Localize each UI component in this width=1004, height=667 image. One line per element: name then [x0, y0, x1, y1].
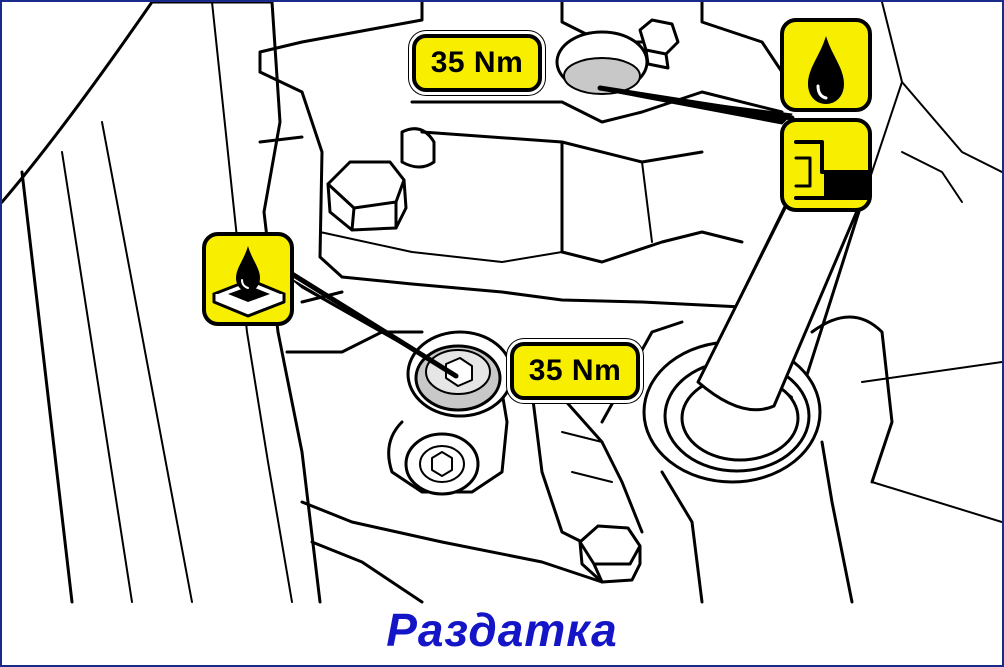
- rubber-boot: [642, 315, 1002, 604]
- lower-bracket: [285, 320, 684, 604]
- upper-housing: [258, 2, 1002, 309]
- bolt-lower-left: [404, 432, 480, 496]
- lower-plug: [406, 330, 514, 418]
- fill-level-icon: [780, 118, 872, 212]
- torque-label-lower: 35 Nm: [510, 342, 640, 400]
- torque-label-upper: 35 Nm: [412, 34, 542, 92]
- bolt-bottom: [578, 524, 642, 584]
- sealant-icon: [202, 232, 294, 326]
- shift-shaft-front: [696, 172, 862, 412]
- bolt-upper-left: [326, 160, 408, 232]
- oil-drop-icon: [780, 18, 872, 112]
- caption-title: Раздатка: [386, 604, 618, 656]
- leader-lines: [289, 85, 795, 379]
- upper-plug: [555, 30, 649, 95]
- wheel-outline: [2, 2, 322, 604]
- small-bolt-top: [638, 18, 680, 70]
